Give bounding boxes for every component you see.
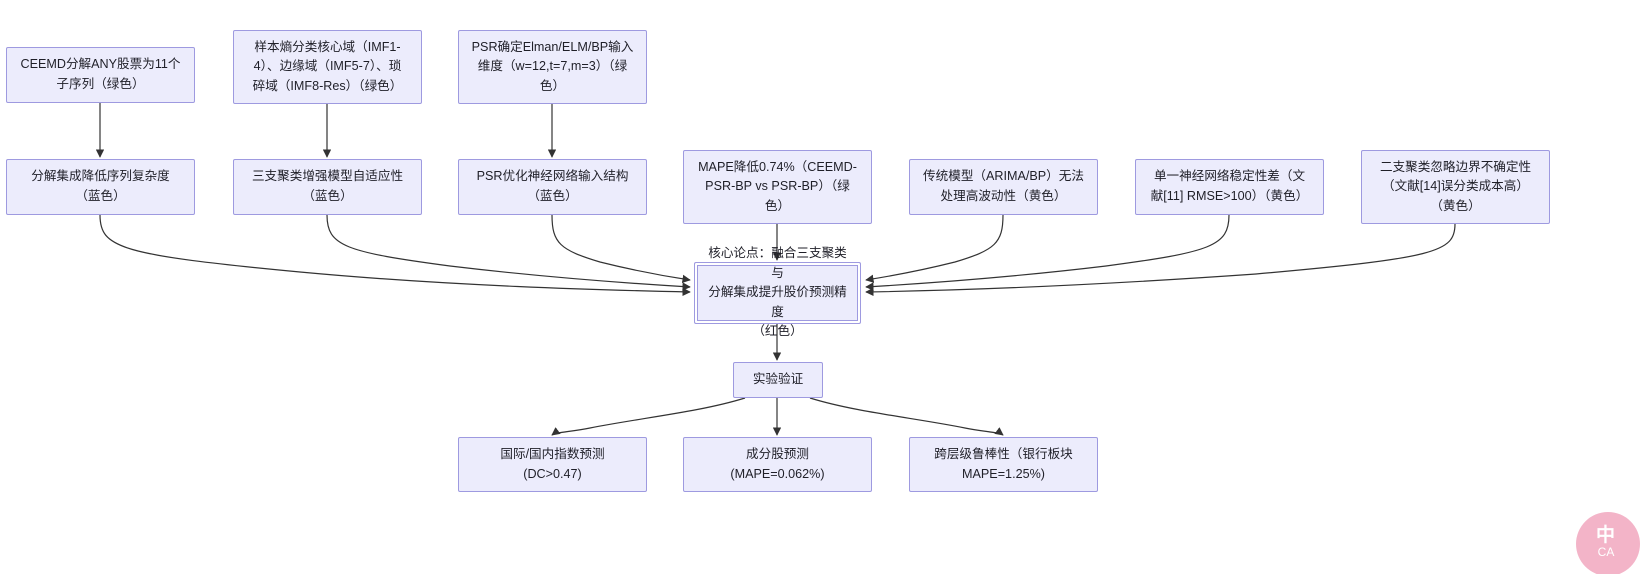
node-single-network-instability[interactable]: 单一神经网络稳定性差（文 献[11] RMSE>100）（黄色） — [1135, 159, 1324, 215]
node-sample-entropy-classification[interactable]: 样本熵分类核心域（IMF1- 4）、边缘域（IMF5-7）、琐 碎域（IMF8-… — [233, 30, 422, 104]
node-label: PSR优化神经网络输入结构 （蓝色） — [476, 169, 629, 203]
node-label: CEEMD分解ANY股票为11个 子序列（绿色） — [20, 57, 181, 91]
node-label: 跨层级鲁棒性（银行板块 MAPE=1.25%) — [934, 446, 1073, 481]
node-psr-optimizes-network-input[interactable]: PSR优化神经网络输入结构 （蓝色） — [458, 159, 647, 215]
edge-n5-core — [326, 214, 691, 291]
node-three-way-clustering-adaptivity[interactable]: 三支聚类增强模型自适应性 （蓝色） — [233, 159, 422, 215]
node-label: 传统模型（ARIMA/BP）无法 处理高波动性（黄色） — [923, 169, 1084, 203]
node-decomposition-reduces-complexity[interactable]: 分解集成降低序列复杂度 （蓝色） — [6, 159, 195, 215]
edge-n8-core — [865, 214, 1004, 283]
node-traditional-models-limitation[interactable]: 传统模型（ARIMA/BP）无法 处理高波动性（黄色） — [909, 159, 1098, 215]
watermark-inner: 中 CA — [1595, 524, 1616, 559]
node-two-way-clustering-limitation[interactable]: 二支聚类忽略边界不确定性 （文献[14]误分类成本高） （黄色） — [1361, 150, 1550, 224]
node-label: 实验验证 — [752, 372, 804, 387]
node-result-constituent-stock-forecast[interactable]: 成分股预测 (MAPE=0.062%) — [683, 437, 872, 492]
node-psr-input-dimension[interactable]: PSR确定Elman/ELM/BP输入 维度（w=12,t=7,m=3）（绿 色… — [458, 30, 647, 104]
node-result-index-forecast[interactable]: 国际/国内指数预测 (DC>0.47) — [458, 437, 647, 492]
edge-n6-core — [551, 214, 691, 284]
node-label: MAPE降低0.74%（CEEMD- PSR-BP vs PSR-BP）（绿 色… — [698, 159, 857, 213]
node-label: 单一神经网络稳定性差（文 献[11] RMSE>100）（黄色） — [1150, 169, 1309, 203]
node-core-claim[interactable]: 核心论点：融合三支聚类与 分解集成提升股价预测精度 （红色） — [694, 246, 861, 338]
node-label: 三支聚类增强模型自适应性 （蓝色） — [251, 169, 404, 203]
edge-exp-r1 — [551, 397, 746, 436]
edge-n4-core — [99, 214, 691, 297]
node-label: 分解集成降低序列复杂度 （蓝色） — [31, 169, 170, 203]
edge-n10-core — [865, 223, 1456, 297]
edge-n9-core — [865, 214, 1230, 291]
node-label: PSR确定Elman/ELM/BP输入 维度（w=12,t=7,m=3）（绿 色… — [471, 39, 634, 93]
node-label: 国际/国内指数预测 (DC>0.47) — [500, 446, 605, 481]
watermark-badge: 中 CA — [1576, 512, 1640, 574]
edge-exp-r3 — [809, 397, 1004, 436]
node-label: 成分股预测 (MAPE=0.062%) — [730, 446, 825, 481]
node-experimental-validation[interactable]: 实验验证 — [733, 362, 823, 398]
watermark-text: 中 — [1595, 524, 1616, 546]
node-result-cross-level-robustness[interactable]: 跨层级鲁棒性（银行板块 MAPE=1.25%) — [909, 437, 1098, 492]
node-label: 二支聚类忽略边界不确定性 （文献[14]误分类成本高） （黄色） — [1379, 159, 1532, 213]
node-label: 核心论点：融合三支聚类与 分解集成提升股价预测精度 （红色） — [708, 246, 847, 339]
node-mape-improvement[interactable]: MAPE降低0.74%（CEEMD- PSR-BP vs PSR-BP）（绿 色… — [683, 150, 872, 224]
node-label: 样本熵分类核心域（IMF1- 4）、边缘域（IMF5-7）、琐 碎域（IMF8-… — [252, 39, 403, 93]
node-ceemd-decomposition[interactable]: CEEMD分解ANY股票为11个 子序列（绿色） — [6, 47, 195, 103]
watermark-subtext: CA — [1597, 544, 1615, 559]
